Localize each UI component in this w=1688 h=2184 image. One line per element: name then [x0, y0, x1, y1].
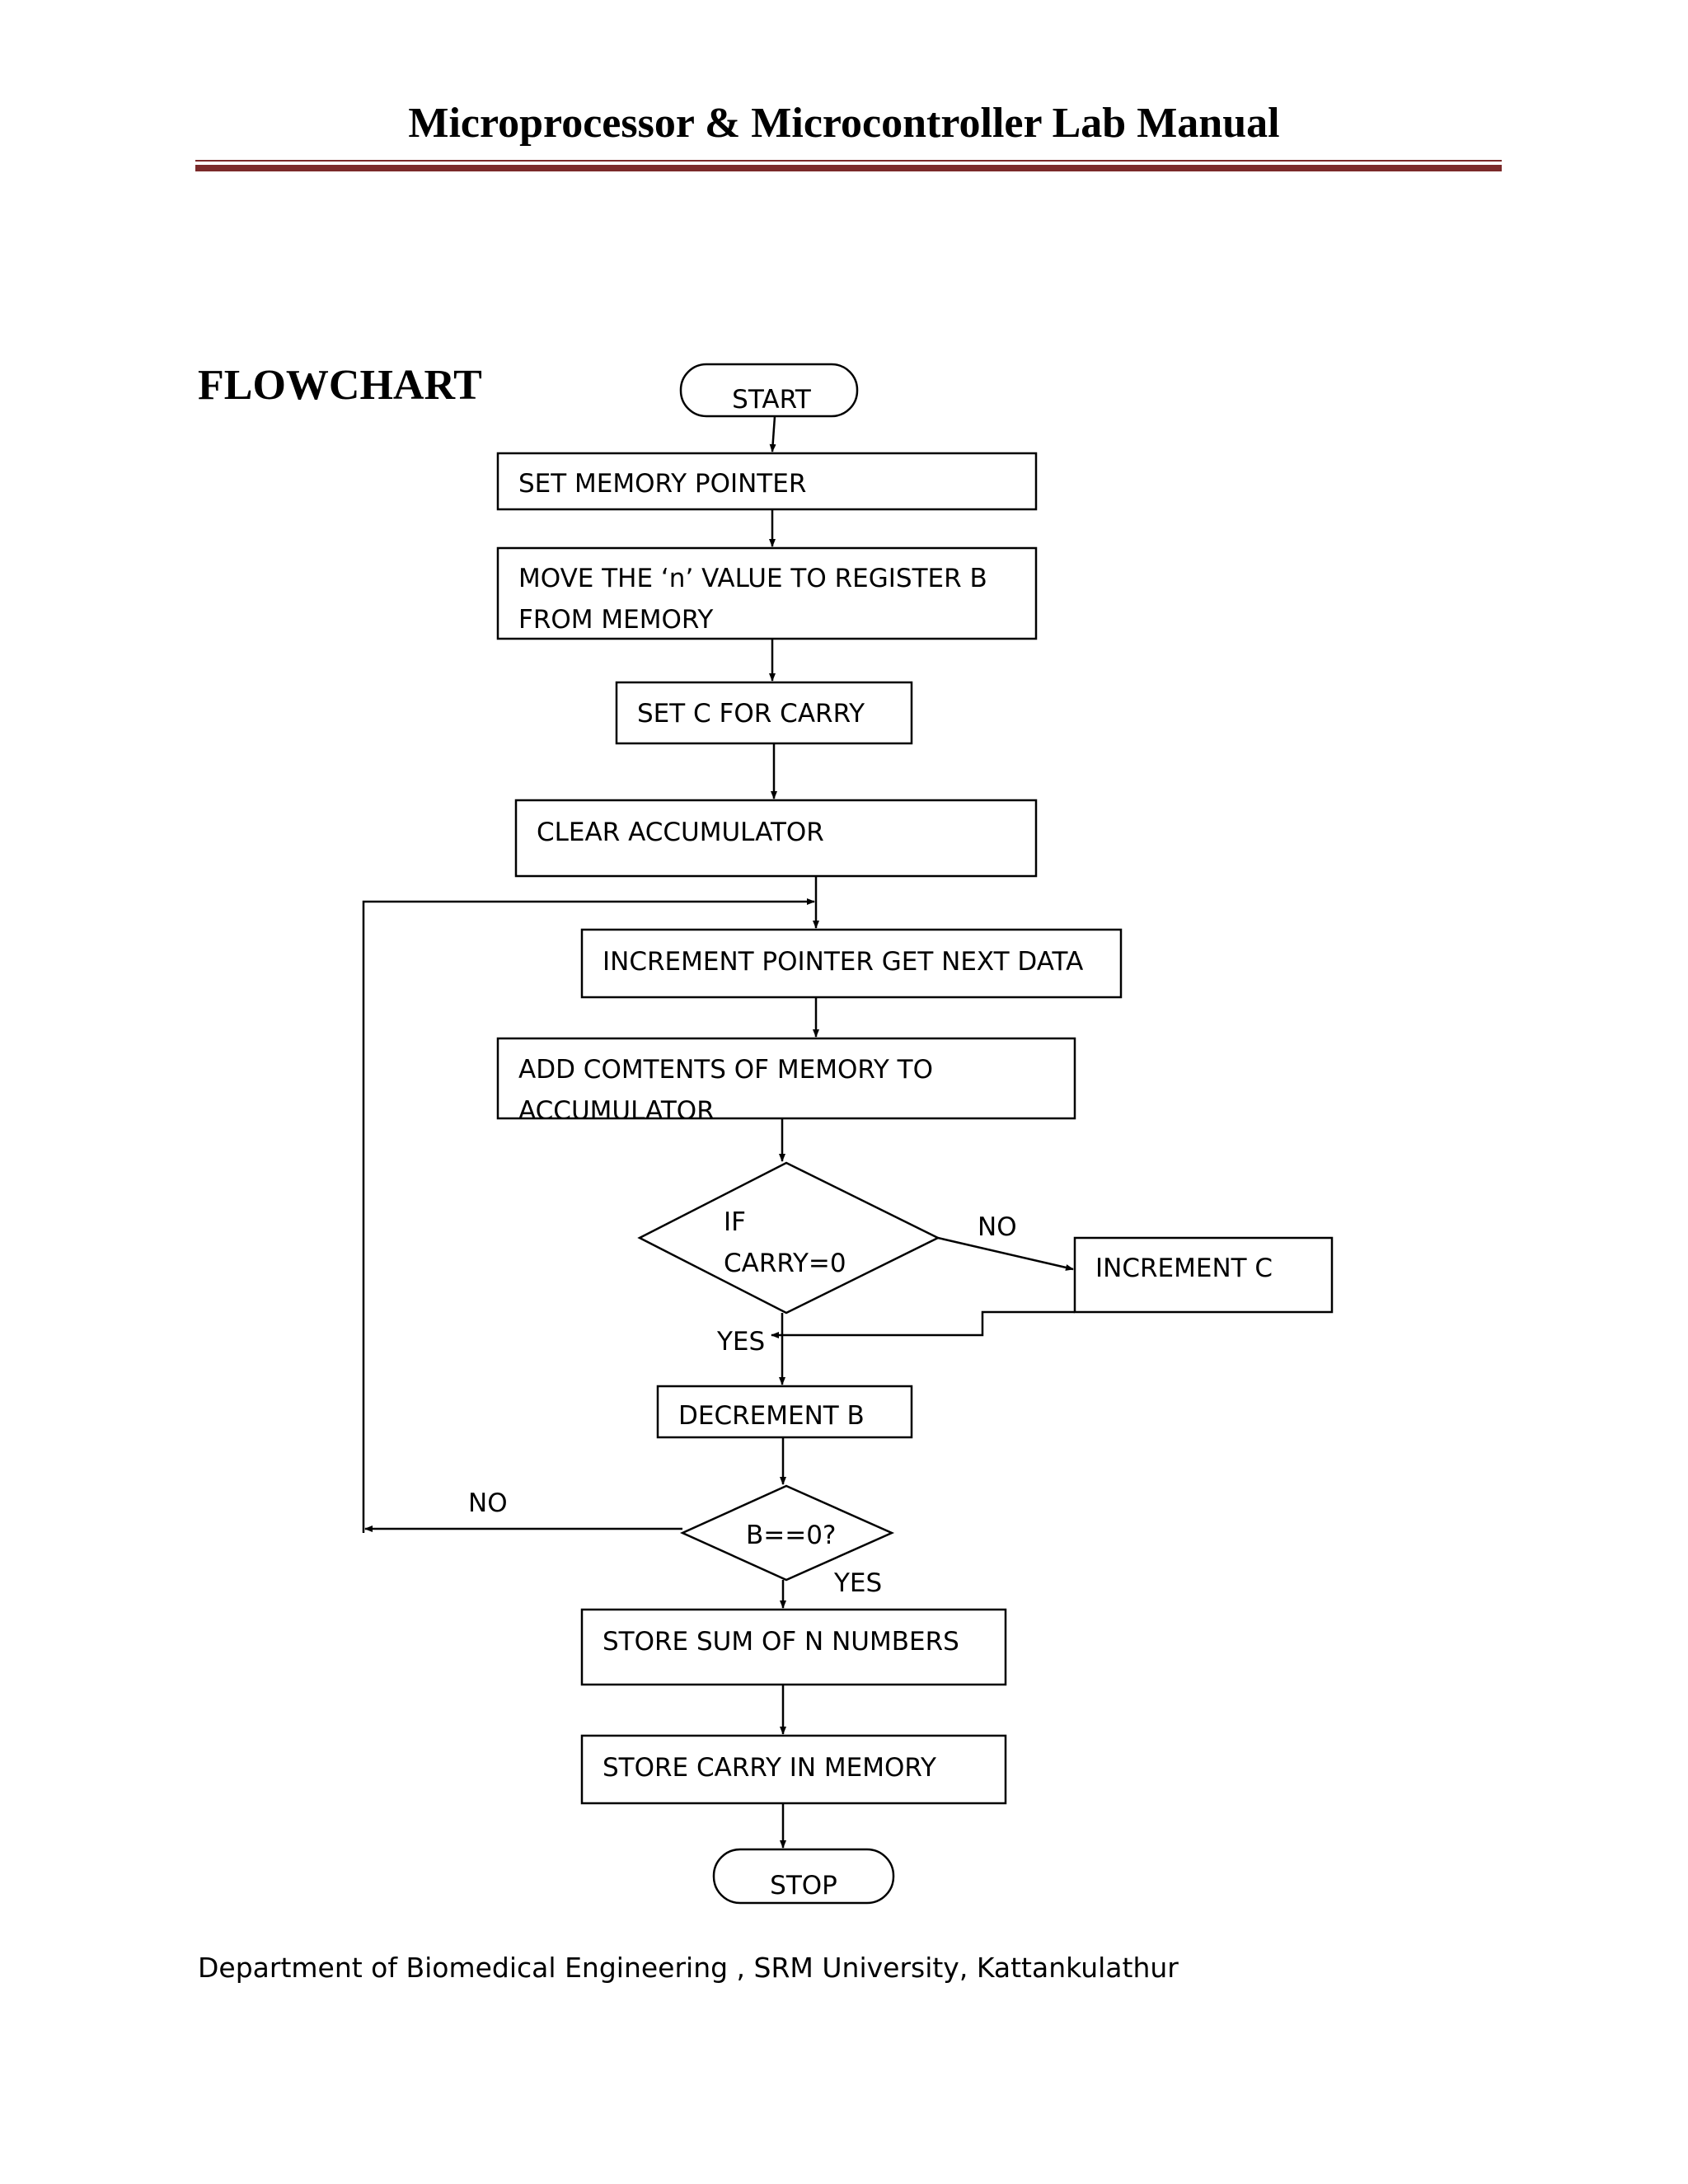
decrement-b-label: DECREMENT B: [678, 1401, 865, 1431]
store-carry-label: STORE CARRY IN MEMORY: [603, 1753, 936, 1783]
section-title: FLOWCHART: [198, 362, 482, 409]
set-c-box: [615, 681, 913, 745]
carry-yes-label: YES: [716, 1327, 765, 1357]
store-sum-label: STORE SUM OF N NUMBERS: [603, 1627, 959, 1657]
increment-c-label: INCREMENT C: [1095, 1254, 1273, 1283]
edge-carry-no-to-increment-c: [937, 1236, 1074, 1271]
start-terminator: [679, 363, 859, 418]
carry-decision-diamond: [637, 1161, 940, 1315]
add-contents-box: [496, 1037, 1076, 1120]
increment-pointer-box: [580, 928, 1123, 999]
increment-pointer-label: INCREMENT POINTER GET NEXT DATA: [603, 947, 1083, 977]
edge-start-to-set-pointer: [769, 415, 776, 452]
add-contents-label-line2: ACCUMULATOR: [518, 1096, 715, 1126]
set-c-label: SET C FOR CARRY: [637, 699, 865, 729]
b-no-label: NO: [468, 1488, 508, 1518]
carry-decision-label-line2: CARRY=0: [724, 1249, 846, 1278]
carry-no-label: NO: [978, 1212, 1017, 1242]
start-label: START: [732, 385, 812, 415]
page-footer: Department of Biomedical Engineering , S…: [198, 1952, 1179, 1984]
carry-decision-label-line1: IF: [724, 1207, 746, 1237]
store-sum-box: [580, 1608, 1007, 1686]
move-n-value-box: [496, 546, 1038, 640]
page-title: Microprocessor & Microcontroller Lab Man…: [408, 100, 1280, 147]
set-memory-pointer-box: [496, 452, 1038, 511]
store-carry-box: [580, 1734, 1007, 1805]
move-n-value-label-line1: MOVE THE ‘n’ VALUE TO REGISTER B: [518, 564, 987, 593]
b-zero-decision-diamond: [679, 1484, 895, 1582]
header-rule-thin: [195, 160, 1502, 162]
clear-accumulator-box: [514, 799, 1038, 878]
stop-terminator: [712, 1848, 895, 1905]
increment-c-box: [1073, 1236, 1334, 1314]
set-memory-pointer-label: SET MEMORY POINTER: [518, 469, 806, 499]
clear-accumulator-label: CLEAR ACCUMULATOR: [537, 818, 824, 847]
stop-label: STOP: [770, 1871, 837, 1900]
b-zero-decision-label: B==0?: [746, 1521, 836, 1550]
b-yes-label: YES: [833, 1568, 882, 1598]
add-contents-label-line1: ADD COMTENTS OF MEMORY TO: [518, 1055, 933, 1085]
header-rule-thick: [195, 165, 1502, 171]
edge-increment-c-return: [771, 1310, 1075, 1338]
decrement-b-box: [656, 1385, 913, 1439]
edge-loop-back: [362, 898, 815, 1533]
move-n-value-label-line2: FROM MEMORY: [518, 605, 713, 635]
